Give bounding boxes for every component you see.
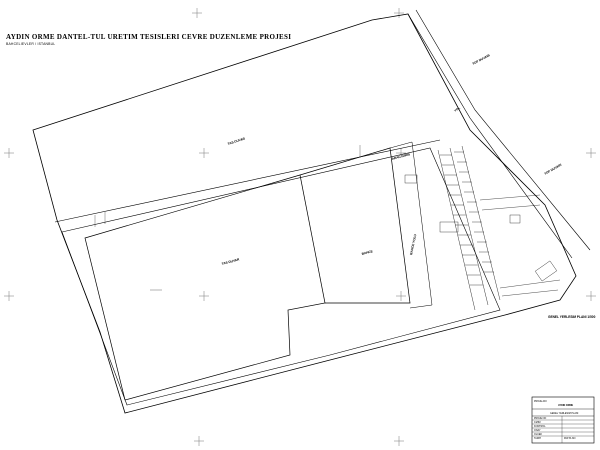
site-boundary	[32, 13, 577, 414]
title-block-project-label: PROJE ADI	[534, 400, 547, 403]
reg-mark-bot-a	[194, 436, 204, 446]
reg-mark-low-a	[199, 291, 209, 301]
parking-axis	[437, 149, 476, 311]
drawing-title: AYDIN ORME DANTEL-TUL URETIM TESISLERI C…	[6, 33, 292, 41]
reg-mark-center-a	[199, 148, 209, 158]
reg-mark-low-right	[586, 291, 596, 301]
inner-boundary	[61, 147, 501, 406]
label-road-upper: TOP DUVARI	[472, 53, 491, 66]
title-block-row: PROJE NO	[534, 417, 546, 420]
road-edge-outer	[415, 9, 591, 251]
reg-mark-top-right	[394, 8, 404, 18]
label-parcel-north: TAS DUVAR	[227, 136, 246, 146]
side-building-outline	[299, 147, 411, 304]
reg-mark-low-left	[4, 291, 14, 301]
reg-mark-bot-b	[394, 436, 404, 446]
label-building-main: TAS DUVAR	[221, 257, 240, 266]
reg-mark-low-b	[396, 291, 406, 301]
title-block-row: KONTROL	[534, 425, 546, 428]
entry-road	[479, 194, 561, 297]
parking-axis-3	[461, 145, 501, 301]
registration-marks	[4, 8, 596, 446]
label-building-side: BAHCE	[361, 249, 373, 256]
reg-mark-mid-left	[4, 148, 14, 158]
title-block-row: ONAY	[534, 429, 541, 432]
garden-strip	[389, 141, 433, 309]
title-block: PROJE ADI AYDIN ORME GENEL YERLESIM PLAN…	[531, 396, 595, 444]
label-road-corner: YOL	[453, 106, 461, 113]
title-block-sheet-title: GENEL YERLESIM PLANI	[550, 412, 579, 415]
north-wall-line	[54, 139, 441, 223]
reg-mark-top-left	[192, 8, 202, 18]
guard-house	[534, 260, 558, 282]
main-building-outline	[84, 174, 326, 401]
dimension-marks	[94, 145, 361, 291]
plan-scale-label: GENEL YERLESIM PLANI 1/500	[548, 315, 596, 319]
label-road-right: TOP DUVARI	[544, 163, 563, 176]
title-block-row: TARIH	[534, 437, 541, 440]
reg-mark-mid-right	[586, 148, 596, 158]
drawing-location: BAHCELIEVLER / ISTANBUL	[6, 42, 56, 46]
title-block-row: OLCEK	[534, 433, 543, 436]
parking-axis-2	[449, 147, 489, 306]
title-block-row: CIZIM	[534, 421, 541, 424]
reg-mark-center-b	[396, 148, 406, 158]
label-entry-zone: ARAC GIRIS	[391, 152, 410, 161]
title-block-row: PAFTA NO	[564, 437, 576, 440]
title-block-company: AYDIN ORME	[558, 404, 573, 407]
label-garden-road: BAHCE YOLU	[409, 233, 417, 255]
parking-detail	[404, 151, 561, 297]
road-edge-inner	[407, 13, 573, 259]
